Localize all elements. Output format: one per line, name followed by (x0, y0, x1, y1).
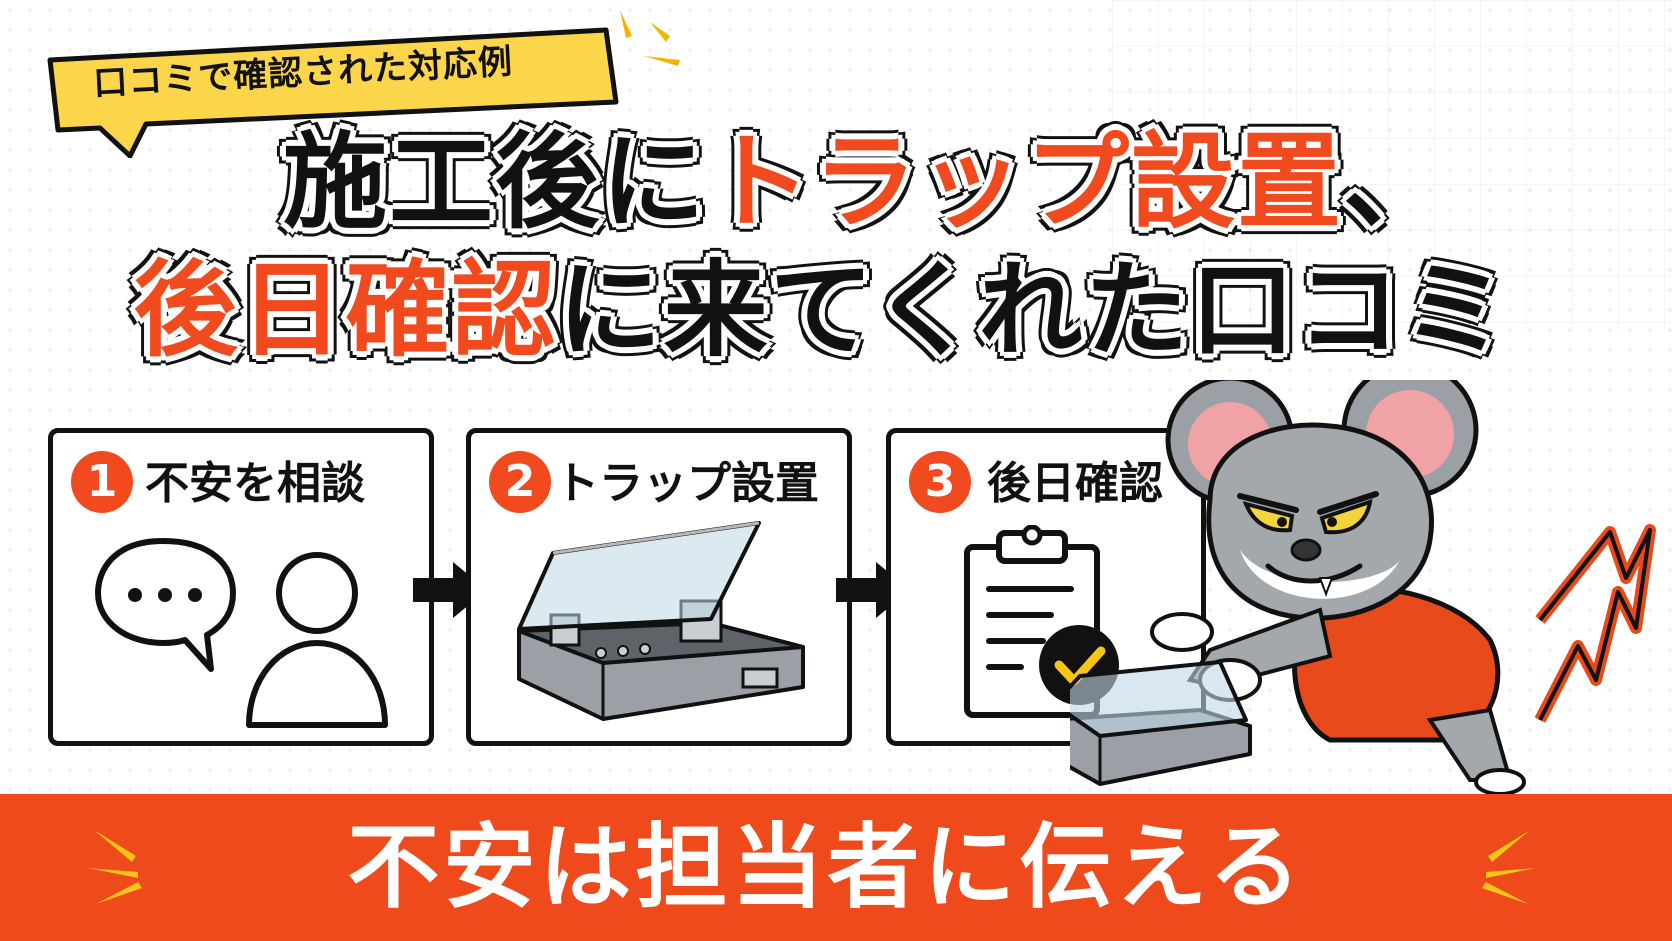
sparkle-icon (620, 10, 680, 66)
headline-1-black: 施工後に (282, 121, 707, 243)
chat-and-person-icon (95, 538, 388, 728)
headline-1-red: トラップ設置 (706, 121, 1343, 243)
step-number-2: 2 (489, 451, 551, 513)
step-card-2: 2 トラップ設置 (466, 428, 852, 746)
burst-right-icon (1482, 830, 1536, 904)
step-title-1: 不安を相談 (145, 458, 365, 509)
headline-line-2: 後日確認に来てくれた口コミ (0, 258, 1672, 362)
speech-bubble-shape (47, 27, 619, 158)
step-number-1: 1 (71, 451, 133, 513)
mouse-mascot (1070, 380, 1656, 796)
headline-2-black: に来てくれた口コミ (557, 249, 1509, 371)
case-tag: 口コミで確認された対応例 (26, 18, 626, 158)
step-title-2: トラップ設置 (555, 458, 819, 509)
headline-line-1: 施工後にトラップ設置、 (0, 130, 1672, 234)
headline-1-tail: 、 (1343, 121, 1450, 243)
burst-left-icon (88, 830, 142, 904)
banner-text: 不安は担当者に伝える (347, 814, 1305, 921)
step-card-1: 1 不安を相談 (48, 428, 434, 746)
step-number-3: 3 (909, 451, 971, 513)
headline-2-red: 後日確認 (133, 249, 558, 371)
bottom-banner (0, 794, 1672, 941)
trap-box-icon (517, 521, 805, 721)
step-title-3: 後日確認 (987, 458, 1163, 509)
